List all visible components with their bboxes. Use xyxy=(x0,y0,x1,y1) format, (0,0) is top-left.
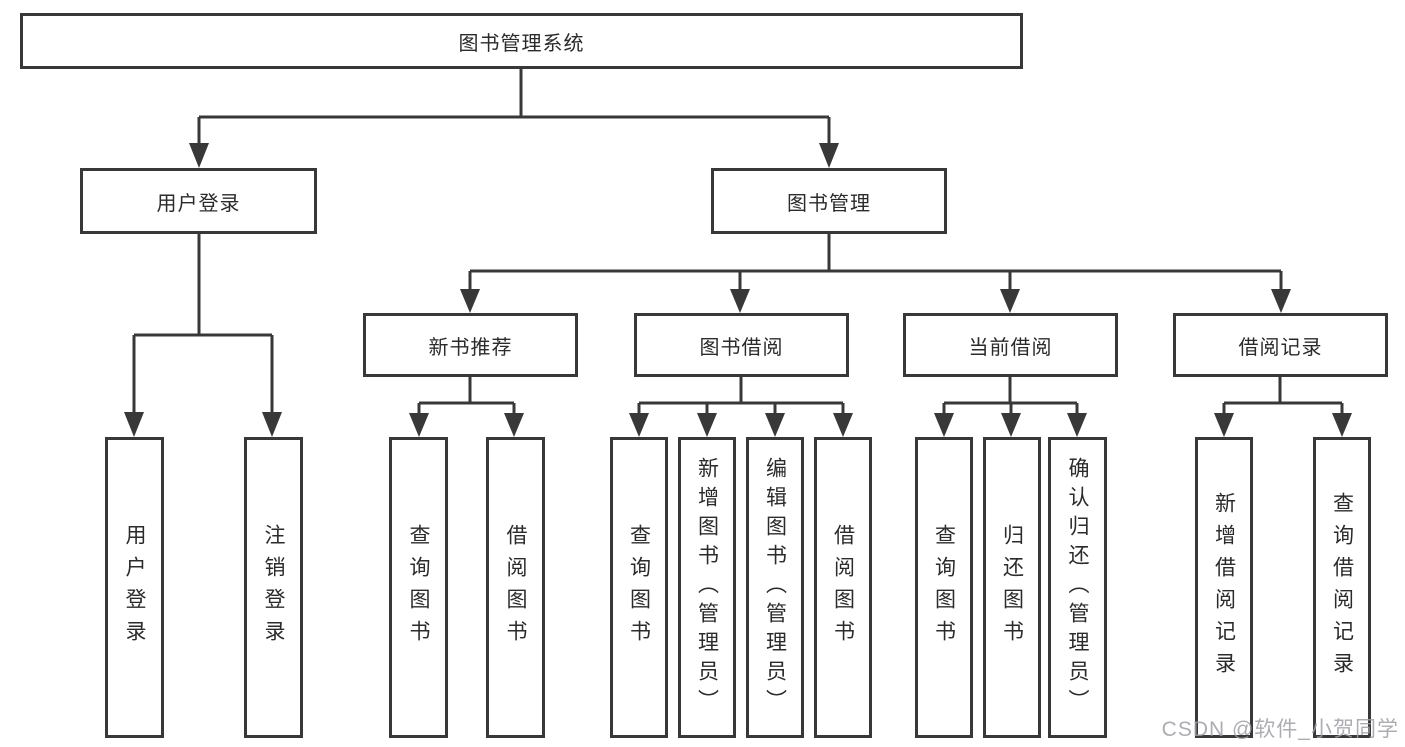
leaf-label: 编辑图书（管理员） xyxy=(763,457,787,718)
leaf-return-book: 归还图书 xyxy=(983,437,1041,738)
node-label: 当前借阅 xyxy=(968,336,1053,359)
leaf-label: 借阅图书 xyxy=(504,523,527,652)
leaf-logout: 注销登录 xyxy=(244,437,303,738)
arrowhead-icon xyxy=(1001,413,1021,437)
leaf-label: 查询图书 xyxy=(627,523,651,652)
leaf-label: 查询图书 xyxy=(932,523,956,652)
arrowhead-icon xyxy=(730,289,750,313)
leaf-query-borrow-record: 查询借阅记录 xyxy=(1313,437,1371,738)
arrowhead-icon xyxy=(765,413,785,437)
arrowhead-icon xyxy=(697,413,717,437)
leaf-label: 确认归还（管理员） xyxy=(1066,457,1089,718)
leaf-edit-book-admin: 编辑图书（管理员） xyxy=(746,437,804,738)
leaf-query-books-recommend: 查询图书 xyxy=(389,437,448,738)
arrowhead-icon xyxy=(629,413,649,437)
leaf-label: 新增借阅记录 xyxy=(1212,491,1236,684)
leaf-add-book-admin: 新增图书（管理员） xyxy=(678,437,736,738)
arrowhead-icon xyxy=(833,413,853,437)
leaf-label: 归还图书 xyxy=(1000,523,1024,652)
leaf-query-books-current: 查询图书 xyxy=(915,437,973,738)
leaf-label: 查询借阅记录 xyxy=(1330,491,1354,684)
arrowhead-icon xyxy=(409,413,429,437)
leaf-label: 新增图书（管理员） xyxy=(695,457,719,718)
arrowhead-icon xyxy=(934,413,954,437)
arrowhead-icon xyxy=(262,412,282,437)
node-user-login: 用户登录 xyxy=(80,168,317,234)
arrowhead-icon xyxy=(1000,289,1020,313)
arrowhead-icon xyxy=(1214,413,1234,437)
node-borrow-records: 借阅记录 xyxy=(1173,313,1388,377)
node-new-book-recommend: 新书推荐 xyxy=(363,313,578,377)
node-label: 图书管理 xyxy=(787,192,871,215)
leaf-label: 借阅图书 xyxy=(831,523,855,652)
arrowhead-icon xyxy=(819,143,839,168)
leaf-query-books-borrow: 查询图书 xyxy=(610,437,668,738)
node-label: 图书管理系统 xyxy=(458,32,585,55)
leaf-label: 查询图书 xyxy=(407,523,430,652)
leaf-confirm-return-admin: 确认归还（管理员） xyxy=(1048,437,1107,738)
node-label: 用户登录 xyxy=(156,192,241,215)
csdn-watermark: CSDN @软件_小贺同学 xyxy=(1161,718,1399,741)
arrowhead-icon xyxy=(1332,413,1352,437)
node-book-borrow: 图书借阅 xyxy=(634,313,849,377)
leaf-borrow-books-recommend: 借阅图书 xyxy=(486,437,545,738)
node-current-borrow: 当前借阅 xyxy=(903,313,1118,377)
arrowhead-icon xyxy=(504,413,524,437)
leaf-add-borrow-record: 新增借阅记录 xyxy=(1195,437,1253,738)
node-label: 新书推荐 xyxy=(428,336,513,359)
arrowhead-icon xyxy=(1271,289,1291,313)
node-library-system: 图书管理系统 xyxy=(20,13,1023,69)
arrowhead-icon xyxy=(189,143,209,168)
leaf-borrow-books: 借阅图书 xyxy=(814,437,872,738)
leaf-label: 注销登录 xyxy=(262,523,285,652)
leaf-label: 用户登录 xyxy=(123,523,146,652)
node-label: 图书借阅 xyxy=(699,336,784,359)
arrowhead-icon xyxy=(1067,413,1087,437)
leaf-user-login: 用户登录 xyxy=(105,437,164,738)
arrowhead-icon xyxy=(460,289,480,313)
arrowhead-icon xyxy=(124,412,144,437)
node-book-management: 图书管理 xyxy=(711,168,947,234)
node-label: 借阅记录 xyxy=(1238,336,1323,359)
